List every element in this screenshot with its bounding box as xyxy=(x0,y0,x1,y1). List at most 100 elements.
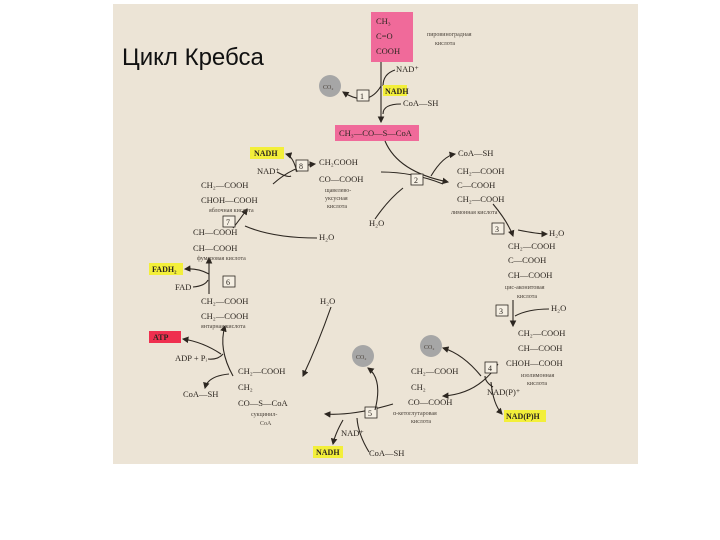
step3-box xyxy=(491,222,505,235)
step5-co2: CO₂ xyxy=(356,355,366,361)
step5-box xyxy=(364,406,378,419)
aconitate-line1: CH₂—COOH xyxy=(508,241,555,251)
arrow-malate-to-oxaloacetate xyxy=(272,161,317,185)
arrow-step3b-h2o-in xyxy=(514,308,550,317)
arrow-step6-coa-out xyxy=(203,373,230,390)
step1-coa-sh: CoA—SH xyxy=(403,98,438,108)
step8-nadh-highlight xyxy=(250,147,284,159)
aconitate-line2: C—COOH xyxy=(508,255,546,265)
step5-co2-bubble xyxy=(352,345,374,367)
isocitrate-name1: изолимонная xyxy=(521,373,555,379)
oxaloacetate-name1: щавелево- xyxy=(325,188,351,194)
arrow-fadh2-out xyxy=(183,265,210,275)
citrate-name: лимонная кислота xyxy=(451,210,498,216)
step7-num: 7 xyxy=(226,218,230,227)
step6b-box xyxy=(222,275,236,288)
arrow-step5-coa-in xyxy=(356,417,370,453)
arrow-step5-co2-out xyxy=(367,367,379,411)
succinylcoa-line1: CH₂—COOH xyxy=(238,366,285,376)
pyruvate-line3: COOH xyxy=(376,46,400,56)
step5-num: 5 xyxy=(368,409,372,418)
oxaloacetate-line2: CO—COOH xyxy=(319,174,363,184)
step8-num: 8 xyxy=(299,162,303,171)
arrow-step5-nadh-out xyxy=(330,419,344,446)
aconitate-line3: CH—COOH xyxy=(508,270,552,280)
oxaloacetate-name2: уксусная xyxy=(325,196,348,202)
succinylcoa-line2: CH₂ xyxy=(238,382,253,392)
step4-nadph: NAD(P)H xyxy=(506,412,541,421)
aconitate-name1: цис-аконитовая xyxy=(505,285,545,291)
malate-name: яблочная кислота xyxy=(209,207,254,214)
ketoglutarate-line1: CH₂—COOH xyxy=(411,366,458,376)
step1-nad: NAD⁺ xyxy=(396,64,419,74)
succinate-name: янтарная кислота xyxy=(201,324,246,330)
step1-co2-bubble xyxy=(319,75,341,97)
pyruvate-highlight xyxy=(371,12,413,62)
ketoglutarate-name2: кислота xyxy=(411,419,431,425)
step1-num: 1 xyxy=(360,92,364,101)
ketoglutarate-line3: CO—COOH xyxy=(408,397,452,407)
arrow-adp-in xyxy=(207,353,224,360)
arrow-mid-h2o2 xyxy=(302,306,332,377)
isocitrate-line1: CH₂—COOH xyxy=(518,328,565,338)
mid-h2o2-label: H₂O xyxy=(320,296,335,306)
acetyl-coa: CH₃—CO—S—CoA xyxy=(339,128,413,138)
step3b-num: 3 xyxy=(499,307,503,316)
step4-nadp: NAD(P)⁺ xyxy=(487,387,521,397)
arrow-step7-h2o-in xyxy=(244,225,318,239)
arrow-step8-nadh-out xyxy=(284,152,298,173)
step6b-fadh2: FADH₂ xyxy=(152,265,177,274)
step2-coa-sh: CoA—SH xyxy=(458,148,493,158)
step5-coa-sh: CoA—SH xyxy=(369,448,404,458)
step3b-h2o: H₂O xyxy=(551,303,566,313)
step1-nadh-highlight xyxy=(383,85,407,96)
citrate-line3: CH₂—COOH xyxy=(457,194,504,204)
step7-box xyxy=(222,215,236,228)
arrow-step4-co2-out xyxy=(441,346,482,377)
step5-nadh-highlight xyxy=(313,446,343,458)
arrow-step4-nadph-out xyxy=(490,381,503,415)
ketoglutarate-name1: α-кетоглутаровая xyxy=(393,411,437,417)
arrow-fad-in xyxy=(192,279,209,288)
ketoglutarate-line2: CH₂ xyxy=(411,382,426,392)
fadh2-highlight xyxy=(149,263,183,275)
step5-nadh: NADH xyxy=(316,448,340,457)
arrow-acetylcoa-to-citrate xyxy=(384,140,450,185)
step3-num: 3 xyxy=(495,225,499,234)
step1-nadh: NADH xyxy=(385,87,409,96)
pyruvate-line2: C=O xyxy=(376,31,393,41)
isocitrate-name2: кислота xyxy=(527,381,547,387)
oxaloacetate-line1: CH₂COOH xyxy=(319,157,358,167)
oxaloacetate-name3: кислота xyxy=(327,204,347,210)
succinylcoa-name2: CoA xyxy=(260,421,272,427)
fumarate-line1: CH—COOH xyxy=(193,227,237,237)
mid-h2o-label: H₂O xyxy=(369,218,384,228)
fumarate-name: фумаровая кислота xyxy=(197,255,246,262)
step4-box xyxy=(484,361,498,374)
arrow-mid-h2o xyxy=(374,187,404,220)
slide-title: Цикл Кребса xyxy=(122,44,264,71)
step8-nad: NAD⁺ xyxy=(257,166,280,176)
step4-co2-bubble xyxy=(420,335,442,357)
step1-box xyxy=(356,89,370,102)
malate-line1: CH₂—COOH xyxy=(201,180,248,190)
pyruvate-line1: CH₃ xyxy=(376,16,391,26)
pyruvate-name1: пировиноградная xyxy=(427,32,472,38)
succinylcoa-line3: CO—S—CoA xyxy=(238,398,288,408)
acetylcoa-highlight xyxy=(335,125,419,141)
arrow-step3-h2o-out xyxy=(517,229,549,238)
arrow-step2-coa-out xyxy=(430,151,457,177)
arrow-succinylcoa-to-succinate xyxy=(220,324,234,377)
krebs-cycle-diagram: CH₃ C=O COOH пировиноградная кислота NAD… xyxy=(113,4,638,464)
step3-h2o: H₂O xyxy=(549,228,564,238)
fumarate-line2: CH—COOH xyxy=(193,243,237,253)
arrow-coa-in xyxy=(382,103,402,115)
arrow-citrate-to-aconitate xyxy=(492,203,515,238)
isocitrate-line3: CHOH—COOH xyxy=(506,358,563,368)
aconitate-name2: кислота xyxy=(517,294,537,300)
step4-nadph-highlight xyxy=(504,410,546,422)
step7-h2o: H₂O xyxy=(319,232,334,242)
step2-box xyxy=(410,173,424,186)
step5-nad: NAD⁺ xyxy=(341,428,364,438)
step2-num: 2 xyxy=(414,176,418,185)
